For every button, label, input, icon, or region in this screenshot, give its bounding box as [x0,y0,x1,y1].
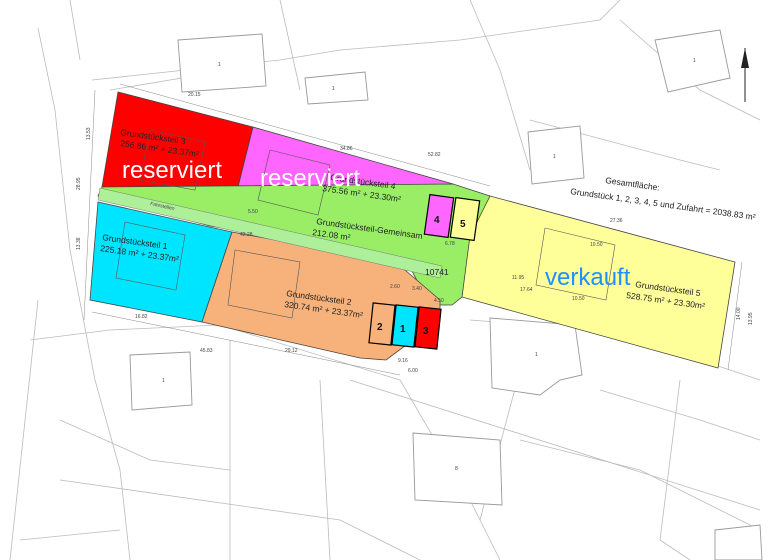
garage-label: 3 [423,326,429,337]
dimension-label: 20.15 [188,92,201,98]
dimension-label: 27.36 [610,218,623,224]
house-label: 1 [332,86,335,92]
driveway-strip [97,187,443,279]
dimension-lines [83,83,743,376]
cadastral-lines [9,0,761,560]
plot-number: 10741 [425,267,449,277]
dimension-label: 17.64 [520,287,533,293]
house-label: 1 [553,154,556,160]
house-label: 1 [218,62,221,68]
dimension-label: 6.78 [445,241,455,247]
dimension-label: 52.82 [428,152,441,158]
dimension-label: 10.50 [590,242,603,248]
dimension-label: 29.12 [285,348,298,354]
status-reserved-parcel-4: reserviert [260,165,360,192]
dimension-label: 9.16 [398,358,408,364]
dimension-label: 34.86 [340,146,353,152]
status-labels: reserviert reserviert verkauft [122,157,631,291]
dimension-label: 42.28 [240,232,253,238]
house-1 [177,33,267,93]
house-7 [412,432,503,506]
garage-label: 2 [377,322,383,333]
garage-label: 4 [434,215,440,226]
dimension-label: 13.53 [86,127,92,140]
neighbor-houses [129,29,763,560]
house-label: 1 [535,352,538,358]
garage-2 [368,302,396,346]
garages [368,193,481,350]
house-4 [654,29,731,93]
dimension-label: 28.95 [76,177,82,190]
dimension-label: 2.60 [390,284,400,290]
status-reserved-parcel-3: reserviert [122,157,222,184]
house-5 [129,351,193,411]
dimension-label: 13.38 [76,237,82,250]
dimension-label: 16.82 [135,314,148,320]
house-label: 1 [162,378,165,384]
dimension-label: 5.50 [248,209,258,215]
dimension-label: 3.40 [412,286,422,292]
house-2 [304,71,369,105]
dimension-label: 10.50 [572,296,585,302]
garage-5 [449,196,481,242]
status-sold-parcel-5: verkauft [545,264,631,291]
north-arrow-icon [741,48,749,102]
driveway-label: Fahrstellen [150,201,176,212]
building-footprints [115,129,616,319]
house-label: 8 [455,466,458,472]
garage-1 [391,304,419,348]
dimension-label: 13.95 [748,312,754,325]
dimension-label: 6.00 [408,368,418,374]
garage-label: 1 [400,324,406,335]
house-3 [527,125,585,185]
total-area-value: Grundstück 1, 2, 3, 4, 5 und Zufahrt = 2… [570,186,757,222]
dimension-label: 11.95 [512,275,524,281]
dimension-label: 45.83 [200,348,213,354]
garage-3 [414,306,442,350]
dimension-label: 4.50 [434,298,444,304]
house-label: 1 [693,58,696,64]
dimension-label: 14.00 [736,307,742,320]
total-area-title: Gesamtfläche: [605,175,661,193]
garage-label: 5 [460,219,466,230]
garage-4 [423,193,455,239]
house-8 [714,524,763,560]
